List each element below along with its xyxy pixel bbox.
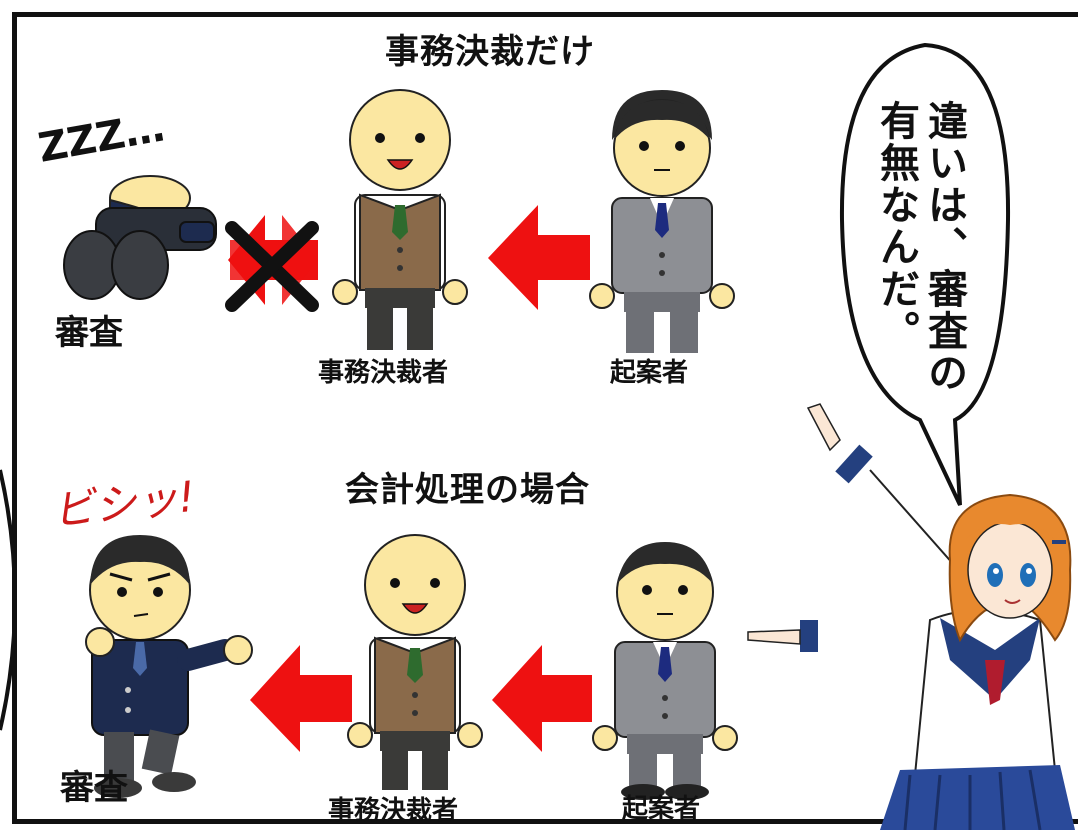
top-heading: 事務決裁だけ: [385, 32, 595, 72]
top-approver-figure: [332, 89, 468, 350]
bottom-approver-figure: [347, 534, 483, 790]
active-reviewer-figure: [85, 535, 253, 798]
top-drafter-label: 起案者: [610, 358, 689, 388]
bottom-drafter-label: 起案者: [622, 794, 701, 824]
bottom-drafter-figure: [592, 542, 738, 800]
guide-girl-figure: [747, 403, 1075, 830]
top-drafter-figure: [589, 90, 735, 353]
bottom-reviewer-label: 審査: [60, 768, 128, 808]
bottom-arrow-to-approver: [492, 645, 592, 752]
speech-bubble: [839, 42, 1011, 506]
top-arrow: [488, 205, 590, 310]
bottom-heading: 会計処理の場合: [345, 470, 590, 510]
panel-border: [12, 12, 1078, 824]
neighbor-panel-bubble-edge: [0, 469, 17, 731]
bottom-arrow-to-reviewer: [250, 645, 352, 752]
speech-line-1: 違いは、審査の: [921, 100, 967, 394]
cross-x-icon: [225, 221, 319, 312]
top-reviewer-label: 審査: [55, 313, 123, 353]
bottom-approver-label: 事務決裁者: [328, 796, 459, 826]
speech-line-2: 有無なんだ。: [873, 100, 919, 352]
top-approver-label: 事務決裁者: [318, 358, 449, 388]
sleeping-reviewer-figure: [63, 175, 217, 300]
